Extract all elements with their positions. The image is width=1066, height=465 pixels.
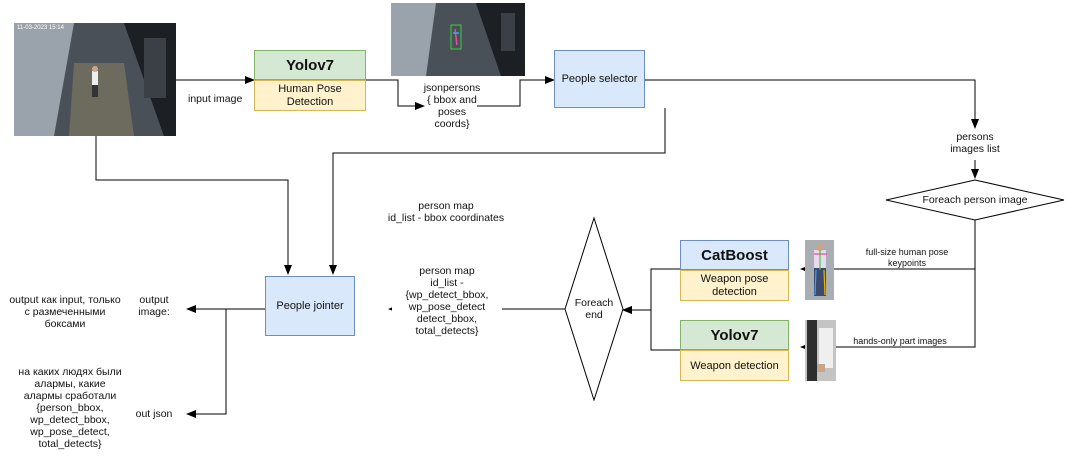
person-crop-fullsize (805, 240, 834, 300)
arrow-selector-to-persons-list (645, 79, 979, 129)
people-jointer-node: People jointer (265, 276, 355, 336)
foreach-person-label: Foreach person image (922, 194, 1028, 206)
arrow-jointer-to-json (186, 309, 227, 418)
out-json-label: out json (134, 408, 174, 420)
person-crop-fullsize-scene (805, 240, 834, 300)
person-map-bottom-label: person map id_list - {wp_detect_bbox, wp… (392, 265, 502, 337)
pose-result-scene (391, 3, 525, 76)
full-size-keypoints-label: full-size human pose keypoints (865, 247, 949, 268)
persons-images-list-label: persons images list (940, 131, 1010, 155)
yolov7-pose-subtitle: Human Pose Detection (254, 80, 366, 111)
hands-crop-image (805, 320, 836, 381)
input-camera-image: 11-03-2023 15:14 (14, 23, 176, 136)
input-camera-scene (14, 23, 176, 136)
input-camera-timestamp: 11-03-2023 15:14 (17, 25, 64, 31)
catboost-title: CatBoost (680, 240, 789, 270)
hands-only-label: hands-only part images (853, 336, 947, 346)
people-selector-node: People selector (554, 50, 645, 108)
yolov7-weapon-title: Yolov7 (680, 320, 789, 350)
arrow-catboost-to-end (622, 268, 680, 314)
hands-crop-scene (805, 320, 836, 381)
arrow-foreach-to-weapon (800, 220, 976, 351)
arrow-selector-to-jointer (329, 108, 666, 275)
foreach-end-diamond (564, 216, 624, 402)
yolov7-weapon-subtitle: Weapon detection (680, 350, 789, 381)
catboost-subtitle: Weapon pose detection (680, 270, 789, 301)
pose-result-image (391, 3, 525, 76)
alarms-note: на каких людях были алармы, какие алармы… (18, 366, 122, 450)
foreach-end-label: Foreach end (574, 297, 614, 321)
output-image-label: output image: (134, 294, 174, 318)
arrow-jsonpersons-to-selector (477, 76, 555, 107)
foreach-person-diamond (885, 179, 1065, 221)
arrow-input-to-jointer (95, 136, 292, 275)
input-image-label: input image (188, 93, 243, 105)
arrow-pose-to-jsonpersons (366, 79, 425, 110)
output-note: output как input, только с размеченными … (9, 294, 121, 330)
jsonpersons-label: jsonpersons { bbox and poses coords} (423, 82, 481, 130)
arrow-weapon-to-end (622, 306, 680, 351)
person-map-top-label: person map id_list - bbox coordinates (376, 200, 516, 224)
yolov7-pose-title: Yolov7 (254, 50, 366, 80)
